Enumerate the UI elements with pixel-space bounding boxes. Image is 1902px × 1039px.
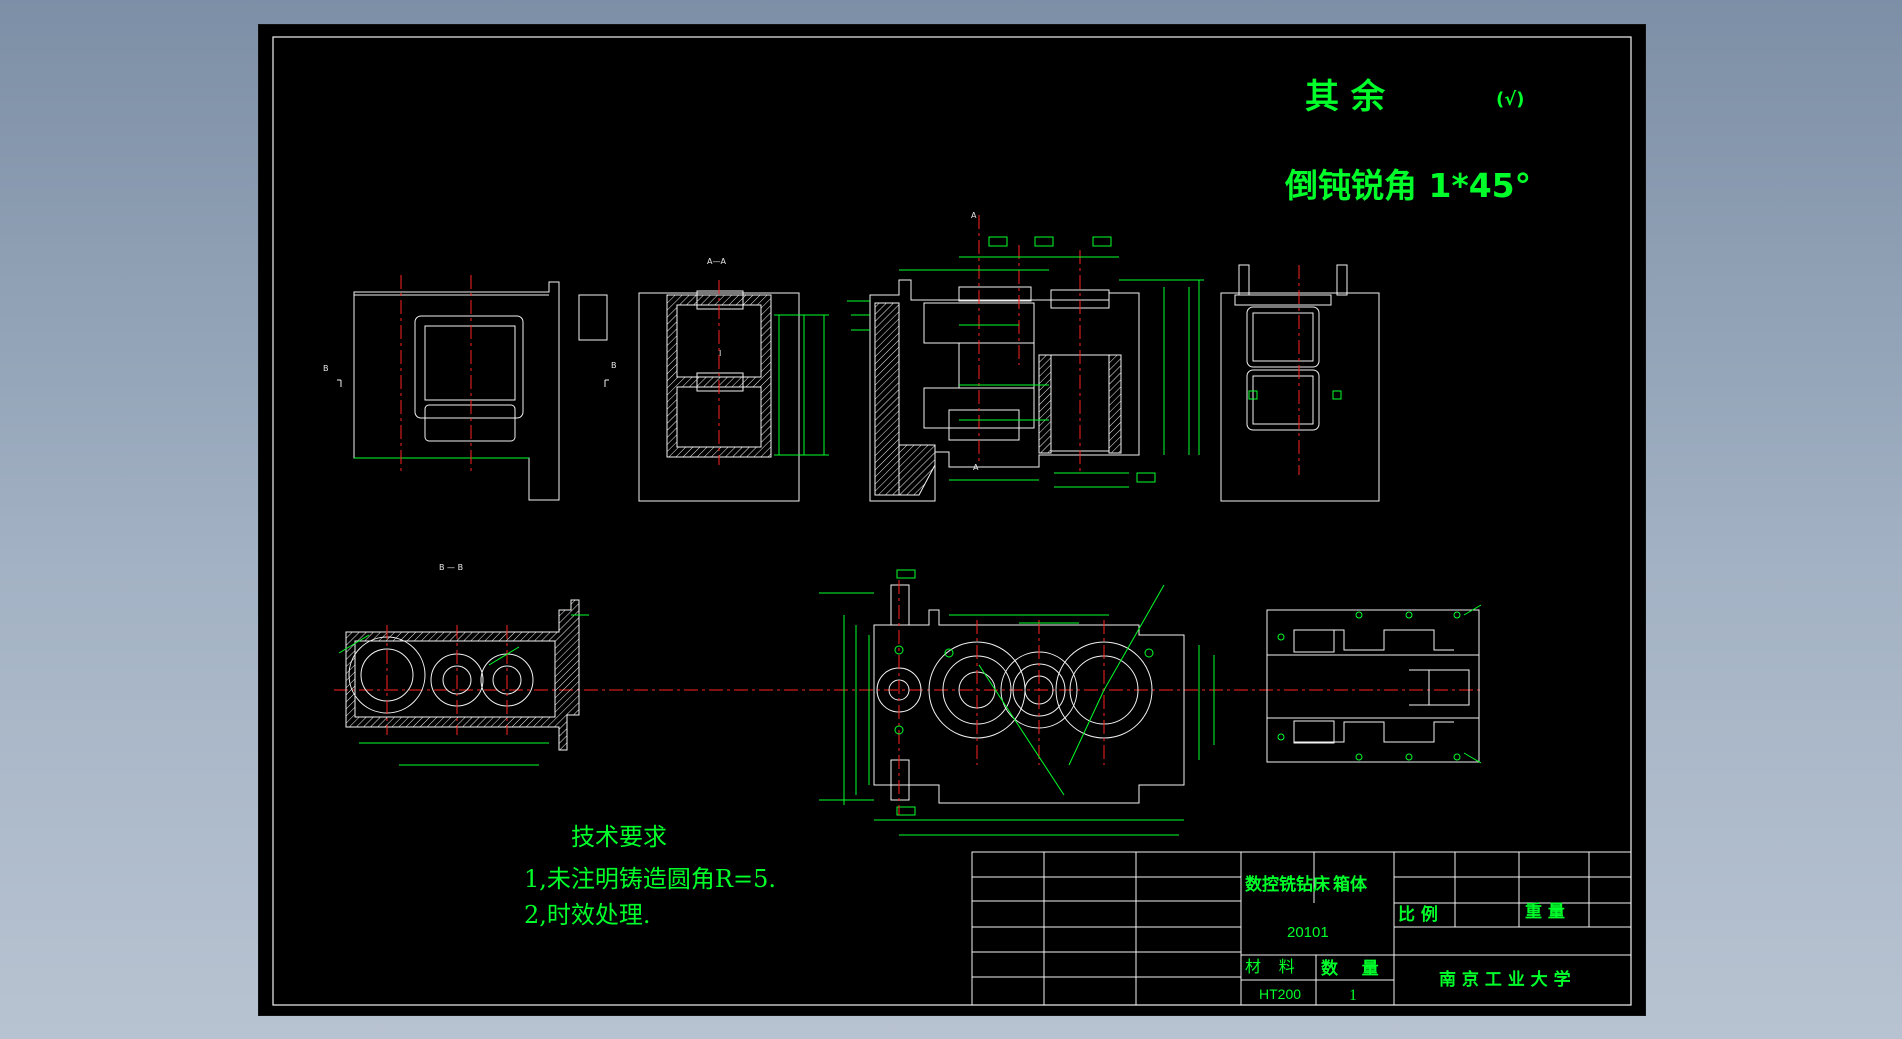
quantity-value: 1 [1349,987,1357,1004]
material-value: HT200 [1259,986,1301,1002]
marker-b-right: B [611,361,617,370]
side-view-left: B B [323,275,617,501]
tech-requirement-2: 2,时效处理. [524,901,651,929]
roughness-symbol: (√) [1496,89,1524,110]
chamfer-note: 倒钝锐角 1*45° [1284,166,1531,205]
marker-a-top: A [971,211,977,220]
drawing-number: 20101 [1287,924,1329,941]
tech-requirements-title: 技术要求 [571,823,667,851]
material-label: 材 料 [1245,958,1295,976]
marker-b-left: B [323,364,329,373]
section-bb-label: B — B [439,563,463,572]
weight-label: 重 量 [1525,901,1565,922]
section-bb-view: B — B [338,563,589,766]
front-section-view: A A [847,211,1204,502]
side-view-right [1220,264,1380,502]
detail-view [1266,604,1482,764]
machine-name: 数控铣钻床 [1245,874,1331,895]
scale-label: 比 例 [1398,904,1438,925]
section-aa-view: A—A I [638,257,829,502]
tech-requirement-1: 1,未注明铸造圆角R=5. [524,865,776,893]
part-name: 箱体 [1333,874,1368,895]
school-name: 南 京 工 业 大 学 [1439,969,1571,990]
cad-drawing: 其 余 (√) 倒钝锐角 1*45° B B A—A I A [272,36,1632,1006]
drawing-border [272,36,1632,1006]
section-aa-label: A—A [707,257,726,266]
quantity-label: 数 量 [1321,958,1379,979]
title-block: 数控铣钻床 箱体 20101 比 例 重 量 材 料 数 量 HT200 1 南… [971,851,1632,1006]
top-view [819,569,1215,836]
rest-label: 其 余 [1305,77,1386,117]
svg-text:I: I [719,349,721,358]
drawing-sheet: 其 余 (√) 倒钝锐角 1*45° B B A—A I A [258,24,1646,1016]
